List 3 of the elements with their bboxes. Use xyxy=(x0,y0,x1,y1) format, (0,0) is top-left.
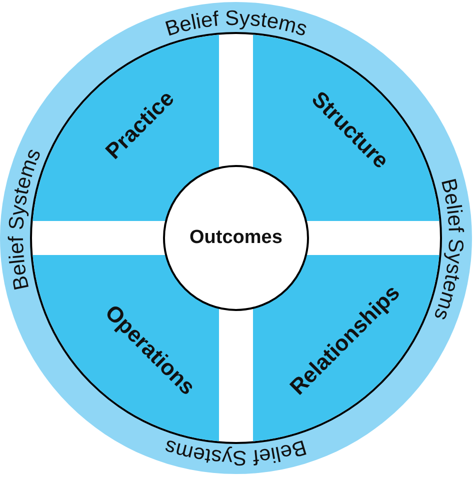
ring-label: Belief Systems xyxy=(162,6,310,42)
center-label: Outcomes xyxy=(190,226,282,250)
ring-label: Belief Systems xyxy=(162,434,310,470)
